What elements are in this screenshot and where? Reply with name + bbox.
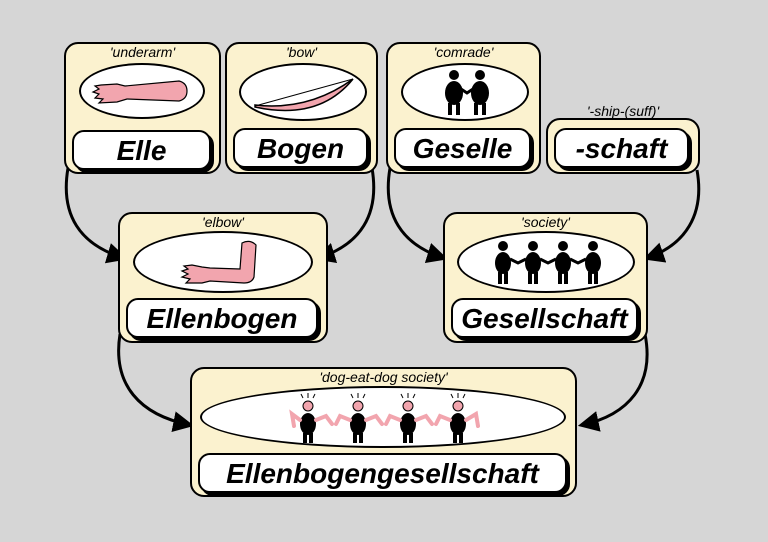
ellipse-geselle <box>401 63 529 121</box>
gloss-bogen: 'bow' <box>285 44 318 60</box>
node-ellenbogen: 'elbow' Ellenbogen <box>118 212 328 343</box>
gloss-geselle: 'comrade' <box>433 44 494 60</box>
word-gesellschaft: Gesellschaft <box>451 298 638 338</box>
gloss-final: 'dog-eat-dog society' <box>319 369 448 385</box>
ellipse-elle <box>79 63 205 119</box>
node-ellenbogengesellschaft: 'dog-eat-dog society' <box>190 367 577 497</box>
arrow-elle-to-ellenbogen <box>64 167 129 264</box>
society-people-icon <box>495 241 601 284</box>
arrow-bogen-to-ellenbogen <box>313 167 376 264</box>
fighting-people-icon <box>289 393 480 443</box>
gloss-gesellschaft: 'society' <box>521 214 570 230</box>
gloss-ellenbogen: 'elbow' <box>202 214 244 230</box>
node-geselle: 'comrade' Geselle <box>386 42 541 174</box>
gloss-elle: 'underarm' <box>109 44 176 60</box>
ellipse-ellenbogen <box>133 231 313 293</box>
arrow-gesellschaft-to-final <box>577 333 649 432</box>
node-bogen: 'bow' Bogen <box>225 42 378 174</box>
bow-icon <box>254 78 354 112</box>
arrow-ellenbogen-to-final <box>117 333 195 432</box>
node-elle: 'underarm' Elle <box>64 42 221 174</box>
arm-icon <box>91 80 188 104</box>
ellipse-bogen <box>239 63 367 121</box>
node-schaft: '-ship-(suff)' -schaft <box>546 103 700 174</box>
word-geselle: Geselle <box>394 128 531 168</box>
arrow-schaft-to-gesellschaft <box>643 169 701 263</box>
gloss-schaft: '-ship-(suff)' <box>586 103 660 119</box>
word-ellenbogen: Ellenbogen <box>126 298 318 338</box>
word-bogen: Bogen <box>233 128 368 168</box>
ellipse-gesellschaft <box>457 231 635 293</box>
elbow-icon <box>180 240 257 284</box>
word-elle: Elle <box>72 130 211 170</box>
word-final: Ellenbogengesellschaft <box>198 453 567 493</box>
word-schaft: -schaft <box>554 128 689 168</box>
arrow-geselle-to-gesellschaft <box>386 167 449 264</box>
ellipse-final <box>200 386 566 448</box>
comrades-icon <box>445 70 489 115</box>
node-gesellschaft: 'society' Gesellschaft <box>443 212 648 343</box>
